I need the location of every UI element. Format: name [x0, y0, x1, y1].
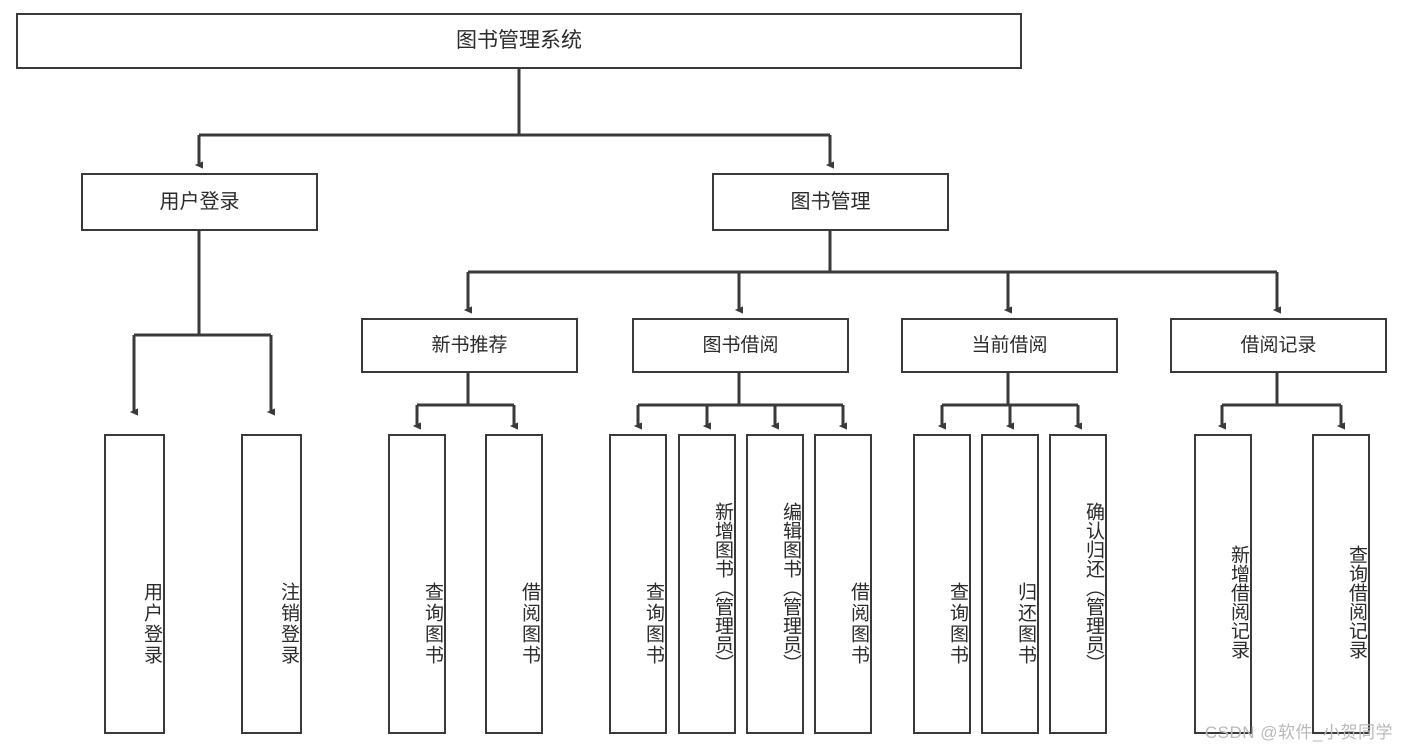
node-new-book-recommend[interactable]: 新书推荐: [361, 318, 578, 373]
node-leaf-user-login[interactable]: 用户登录: [104, 434, 165, 734]
node-leaf-logout-label: 注销登录: [278, 582, 299, 666]
node-leaf-logout[interactable]: 注销登录: [241, 434, 302, 734]
node-borrow-record-label: 借阅记录: [1240, 334, 1317, 356]
node-leaf-edit-book[interactable]: 编辑图书（管理员）: [746, 434, 804, 734]
node-leaf-return-book[interactable]: 归还图书: [981, 434, 1039, 734]
node-leaf-add-book[interactable]: 新增图书（管理员）: [678, 434, 736, 734]
node-leaf-confirm-return[interactable]: 确认归还（管理员）: [1049, 434, 1107, 734]
node-current-borrow-label: 当前借阅: [971, 334, 1048, 356]
node-borrow-record[interactable]: 借阅记录: [1170, 318, 1387, 373]
node-leaf-add-record-label: 新增借阅记录: [1228, 545, 1249, 659]
node-user-login-label: 用户登录: [159, 190, 240, 213]
node-current-borrow[interactable]: 当前借阅: [901, 318, 1118, 373]
node-leaf-borrow-book-2[interactable]: 借阅图书: [814, 434, 872, 734]
node-leaf-return-book-label: 归还图书: [1015, 582, 1036, 666]
node-book-borrow-label: 图书借阅: [702, 334, 779, 356]
node-leaf-borrow-book-2-label: 借阅图书: [848, 582, 869, 666]
node-leaf-user-login-label: 用户登录: [141, 582, 162, 666]
node-leaf-query-book-1[interactable]: 查询图书: [388, 434, 446, 734]
node-leaf-query-book-3[interactable]: 查询图书: [913, 434, 971, 734]
node-leaf-query-book-3-label: 查询图书: [947, 582, 968, 666]
node-leaf-query-book-2[interactable]: 查询图书: [609, 434, 667, 734]
node-leaf-query-book-2-label: 查询图书: [643, 582, 664, 666]
node-book-manage-label: 图书管理: [790, 190, 871, 213]
node-book-borrow[interactable]: 图书借阅: [632, 318, 849, 373]
node-leaf-add-book-label: 新增图书（管理员）: [712, 501, 733, 673]
node-root-label: 图书管理系统: [456, 28, 582, 52]
node-root[interactable]: 图书管理系统: [16, 13, 1022, 69]
node-leaf-query-record[interactable]: 查询借阅记录: [1312, 434, 1370, 734]
node-user-login[interactable]: 用户登录: [81, 173, 318, 231]
node-leaf-query-record-label: 查询借阅记录: [1346, 545, 1367, 659]
node-book-manage[interactable]: 图书管理: [712, 173, 949, 231]
node-new-book-recommend-label: 新书推荐: [431, 334, 508, 356]
node-leaf-query-book-1-label: 查询图书: [422, 582, 443, 666]
node-leaf-confirm-return-label: 确认归还（管理员）: [1083, 501, 1104, 673]
node-leaf-edit-book-label: 编辑图书（管理员）: [780, 501, 801, 673]
node-leaf-add-record[interactable]: 新增借阅记录: [1194, 434, 1252, 734]
node-leaf-borrow-book-1[interactable]: 借阅图书: [485, 434, 543, 734]
node-leaf-borrow-book-1-label: 借阅图书: [519, 582, 540, 666]
